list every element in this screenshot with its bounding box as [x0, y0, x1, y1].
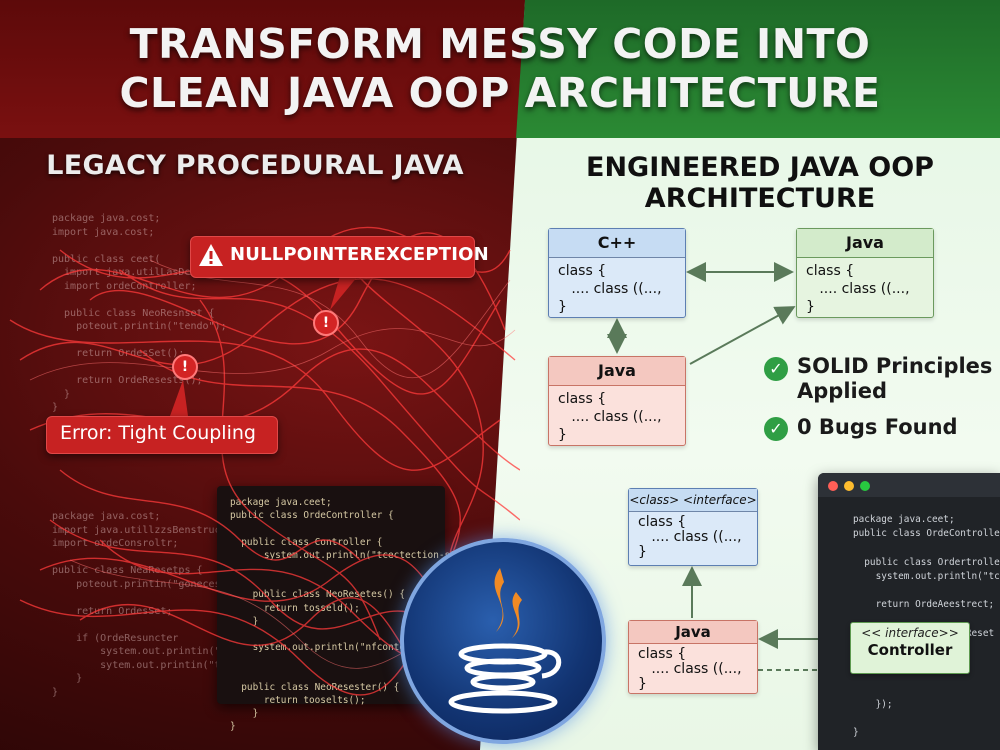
uml-class-body: class { .... class ((..., } — [638, 646, 742, 692]
uml-class-body: class { .... class ((..., } — [558, 263, 662, 315]
uml-class-body: class { .... class ((..., } — [638, 514, 742, 560]
check-circle-icon: ✓ — [764, 417, 788, 441]
controller-interface-box — [850, 622, 970, 674]
uml-class-body: class { .... class ((..., } — [558, 391, 662, 443]
ide-window: package java.ceet; public class OrdeCont… — [818, 473, 1000, 750]
uml-class-title: C++ — [549, 229, 685, 258]
messy-code-block-bottom: package java.cost; import java.utillzzsB… — [52, 511, 251, 698]
nullpointer-error-label: NULLPOINTEREXCEPTION — [230, 244, 489, 265]
title-banner-red — [0, 0, 525, 138]
check-circle-icon: ✓ — [764, 357, 788, 381]
controller-stereotype: << interface>> — [861, 626, 959, 640]
tight-coupling-error-bubble — [46, 416, 278, 454]
uml-class-java-middle: Java class { .... class ((..., } — [548, 356, 686, 446]
controller-label: Controller — [867, 641, 953, 659]
window-maximize-icon — [860, 481, 870, 491]
uml-class-title: Java — [629, 621, 757, 644]
uml-class-title: <class> <interface> — [629, 489, 757, 512]
uml-class-title: Java — [797, 229, 933, 258]
engineered-heading-line-1: ENGINEERED JAVA OOP — [586, 152, 934, 183]
warning-triangle-icon — [199, 244, 223, 266]
ide-title-bar — [818, 473, 1000, 497]
engineered-heading: ENGINEERED JAVA OOP ARCHITECTURE — [540, 152, 980, 214]
tangled-wires-decoration — [9, 226, 520, 721]
main-title: TRANSFORM MESSY CODE INTO CLEAN JAVA OOP… — [0, 20, 1000, 118]
error-marker-icon: ! — [172, 354, 198, 380]
main-title-line-1: TRANSFORM MESSY CODE INTO — [129, 20, 871, 68]
nullpointer-error-bubble — [190, 236, 475, 278]
uml-class-java-top: Java class { .... class ((..., } — [796, 228, 934, 318]
uml-interface-box: <class> <interface> class { .... class (… — [628, 488, 758, 566]
uml-class-java-bottom: Java class { .... class ((..., } — [628, 620, 758, 694]
tight-coupling-error-label: Error: Tight Coupling — [60, 422, 256, 444]
solid-principles-badge: SOLID Principles Applied — [797, 354, 993, 403]
legacy-heading: LEGACY PROCEDURAL JAVA — [46, 150, 464, 181]
uml-class-title: Java — [549, 357, 685, 386]
zero-bugs-badge: 0 Bugs Found — [797, 415, 958, 439]
main-title-line-2: CLEAN JAVA OOP ARCHITECTURE — [119, 69, 881, 117]
title-banner-green — [516, 0, 1000, 138]
uml-class-body: class { .... class ((..., } — [806, 263, 910, 315]
messy-code-block-top: package java.cost; import java.cost; pub… — [52, 213, 227, 413]
engineered-heading-line-2: ARCHITECTURE — [644, 183, 876, 214]
window-minimize-icon — [844, 481, 854, 491]
java-coffee-cup-logo-icon — [448, 568, 562, 714]
uml-class-cpp: C++ class { .... class ((..., } — [548, 228, 686, 318]
error-marker-icon: ! — [313, 310, 339, 336]
window-close-icon — [828, 481, 838, 491]
